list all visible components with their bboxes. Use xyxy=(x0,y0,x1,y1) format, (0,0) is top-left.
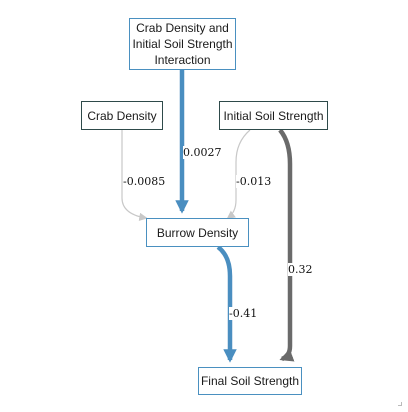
edge-crab-density-to-burrow-density xyxy=(121,130,148,222)
edge-label-initial-burrow: -0.013 xyxy=(236,175,272,188)
node-final-soil-strength: Final Soil Strength xyxy=(198,367,302,395)
resize-corner-icon xyxy=(398,402,402,406)
edge-initial-soil-strength-to-burrow-density xyxy=(226,129,251,220)
edge-burrow-density-to-final-soil-strength xyxy=(216,245,237,363)
edge-label-burrow-final: -0.41 xyxy=(229,307,258,320)
edge-label-initial-final: 0.32 xyxy=(288,263,313,276)
edge-label-crab-burrow: -0.0085 xyxy=(123,175,166,188)
node-crab-density: Crab Density xyxy=(81,101,163,130)
node-initial-soil-strength: Initial Soil Strength xyxy=(219,101,328,130)
edge-initial-soil-strength-to-final-soil-strength xyxy=(278,128,295,362)
edge-label-interaction-burrow: 0.0027 xyxy=(183,146,222,159)
node-burrow-density: Burrow Density xyxy=(146,218,249,247)
node-interaction: Crab Density and Initial Soil Strength I… xyxy=(129,18,236,70)
